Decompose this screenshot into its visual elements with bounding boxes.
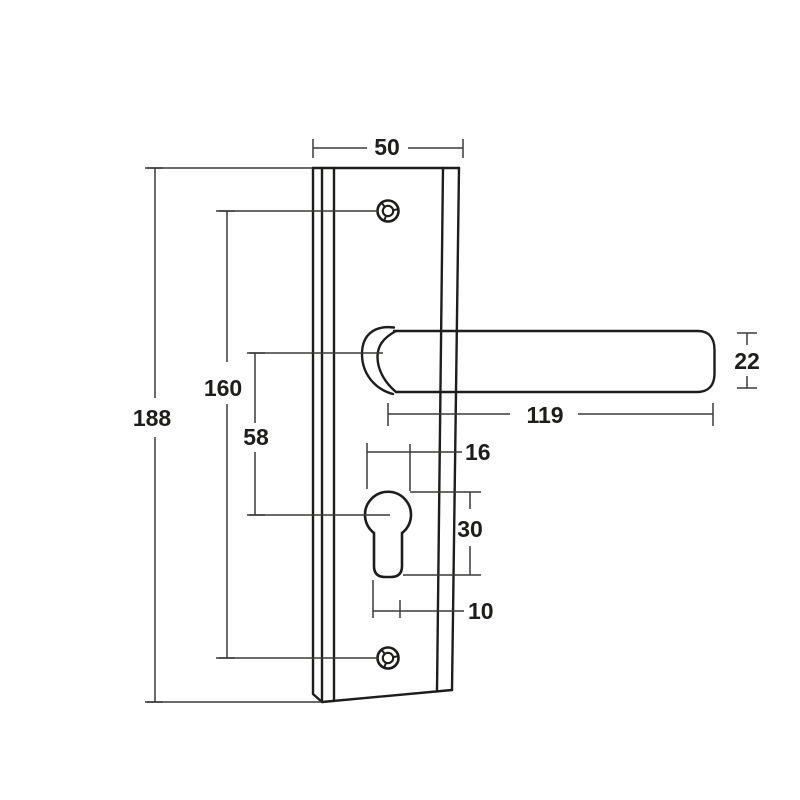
lever-neck-inner-curve <box>376 329 398 394</box>
euro-cylinder-cutout <box>363 490 413 579</box>
dim-lever-length-label: 119 <box>526 402 563 428</box>
screw-outer-circle <box>376 646 400 670</box>
dimension-plate-width: 50 <box>312 134 464 160</box>
dimension-lever-to-cylinder: 58 <box>243 352 390 516</box>
dimension-cylinder-height: 30 <box>403 491 483 576</box>
dimension-plate-height: 188 <box>133 167 321 703</box>
dim-cylinder-neck-width-label: 10 <box>468 598 494 624</box>
dimension-cylinder-neck-width: 10 <box>372 580 494 624</box>
backplate-outline <box>311 166 461 704</box>
plate-bottom-edge <box>320 688 454 704</box>
dimension-lever-length: 119 <box>387 402 714 428</box>
dim-cylinder-width-label: 16 <box>465 439 491 465</box>
screw-inner-circle <box>381 651 395 665</box>
dim-screw-centres-label: 160 <box>204 375 242 401</box>
dim-plate-height-label: 188 <box>133 405 172 431</box>
screw-outer-circle <box>376 199 400 223</box>
dim-cylinder-height-label: 30 <box>457 516 483 542</box>
keyhole-profile <box>363 490 413 579</box>
lever-bar <box>392 329 716 394</box>
lever-handle-outline <box>360 325 716 396</box>
dimension-screw-centres: 160 <box>204 210 378 659</box>
dim-lever-to-cylinder-label: 58 <box>243 424 269 450</box>
dim-plate-width-label: 50 <box>374 134 400 160</box>
plate-left-edge <box>311 166 324 704</box>
lever-neck-outer-curve <box>360 325 396 396</box>
top-fixing-screw-icon <box>376 199 400 223</box>
screw-inner-circle <box>381 204 395 218</box>
dimension-cylinder-width: 16 <box>366 439 491 491</box>
plate-right-edge <box>450 166 461 692</box>
bottom-fixing-screw-icon <box>376 646 400 670</box>
dimension-lever-thickness: 22 <box>734 332 760 389</box>
plate-right-bevel-line <box>435 166 445 693</box>
dim-lever-thickness-label: 22 <box>734 348 760 374</box>
